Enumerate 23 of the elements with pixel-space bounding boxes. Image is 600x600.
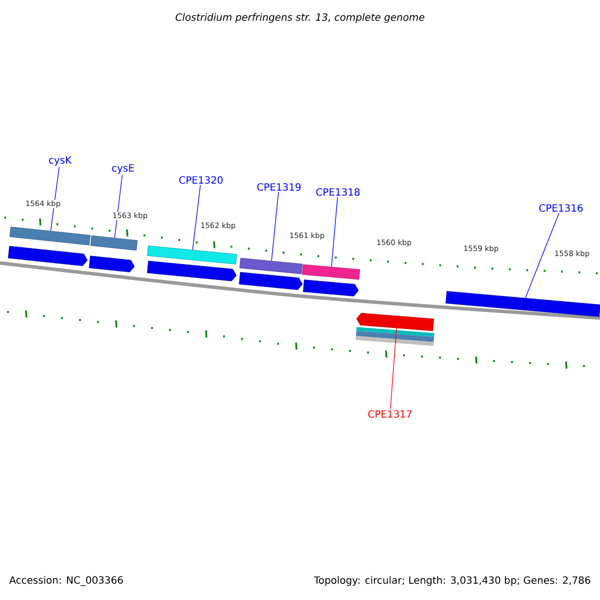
gene-label: cysE bbox=[112, 164, 134, 174]
genome-info-text: Topology: circular; Length: 3,031,430 bp; Genes: 2,786 bbox=[314, 576, 590, 586]
leader-line bbox=[390, 328, 397, 410]
gene-label: CPE1316 bbox=[539, 204, 583, 212]
gene-label: CPE1317 bbox=[368, 410, 412, 418]
leader-line bbox=[271, 192, 279, 262]
gene-bar bbox=[446, 291, 600, 317]
gene-label: CPE1319 bbox=[257, 183, 301, 191]
leader-line bbox=[50, 166, 60, 232]
gene-label: CPE1318 bbox=[316, 188, 360, 196]
title: Clostridium perfringens str. 13, complete genome bbox=[176, 13, 424, 23]
leader-line bbox=[525, 212, 560, 298]
leader-line bbox=[192, 184, 201, 250]
gene-label: CPE1320 bbox=[179, 176, 223, 184]
gene-bar bbox=[147, 246, 237, 264]
gene-bar bbox=[90, 235, 138, 251]
gene-bar bbox=[239, 258, 303, 274]
leader-line bbox=[114, 174, 123, 238]
accession-text: Accession: NC_003366 bbox=[9, 576, 123, 586]
gene-bar bbox=[302, 264, 360, 280]
gene-label: cysK bbox=[49, 156, 72, 166]
leader-line bbox=[331, 196, 338, 268]
gene-bar bbox=[356, 312, 434, 332]
